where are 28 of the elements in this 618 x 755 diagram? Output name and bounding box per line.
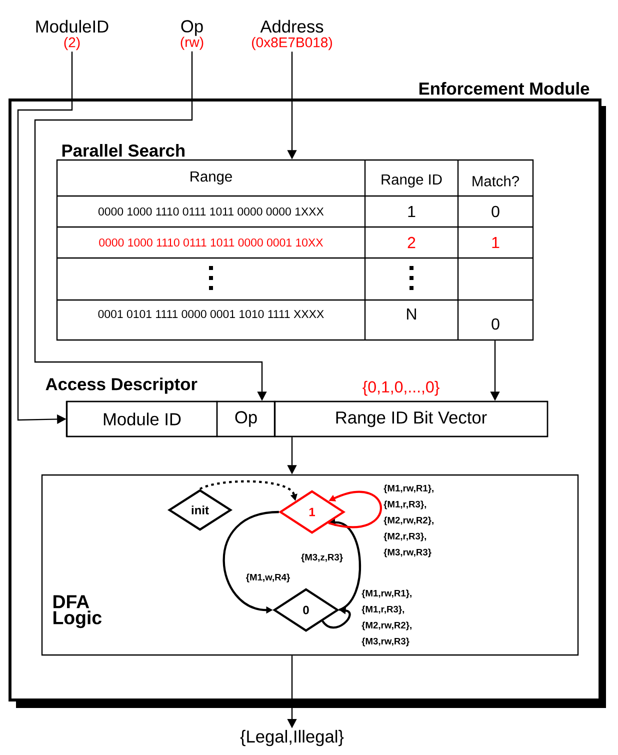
table-cell: Range ID — [382, 174, 442, 188]
table-cell: 0 — [492, 318, 500, 330]
descriptor-field: Range ID Bit Vector — [274, 400, 548, 438]
table-cell: 1 — [492, 237, 500, 248]
edge-label: {M1,rw,R1}, {M1,r,R3}, {M2,rw,R2}, {M3,rw,R3} — [362, 590, 412, 646]
table-cell: 0001 0101 1111 0000 0001 1010 1111 XXXX — [98, 310, 324, 318]
arrow — [328, 490, 382, 528]
table-cell: Match? — [472, 176, 519, 186]
table-cell: 0000 1000 1110 0111 1011 0000 0000 1XXX — [98, 207, 324, 216]
descriptor-field: Op — [216, 400, 276, 438]
bit-vector-value: {0,1,0,...,0} — [362, 380, 440, 396]
edge-label: {M1,w,R4} — [244, 572, 292, 584]
table-cell: 1 — [408, 206, 416, 217]
input-signal: ModuleID (2) — [36, 20, 108, 50]
input-signal: Op (rw) — [180, 20, 204, 50]
table-cell: 0 — [492, 206, 500, 218]
input-signal: Address (0x8E7B018) — [252, 20, 332, 50]
edge-label: {M1,rw,R1}, {M1,r,R3}, {M2,rw,R2}, {M2,r,R3}, {M3,rw,R3} — [384, 484, 434, 558]
node-label: Parallel Search — [62, 144, 184, 157]
node-label: Enforcement Module — [419, 82, 590, 95]
descriptor-field: Module ID — [66, 400, 218, 438]
edge-label: {M3,z,R3} — [300, 552, 344, 564]
output-result: {Legal,Illegal} — [240, 730, 344, 746]
table-cell: 0000 1000 1110 0111 1011 0000 0001 10XX — [99, 238, 324, 247]
node-label: Access Descriptor — [46, 378, 198, 394]
table-cell: Range — [190, 171, 232, 185]
table-cell: N — [407, 308, 416, 320]
table-cell: 2 — [408, 236, 416, 248]
